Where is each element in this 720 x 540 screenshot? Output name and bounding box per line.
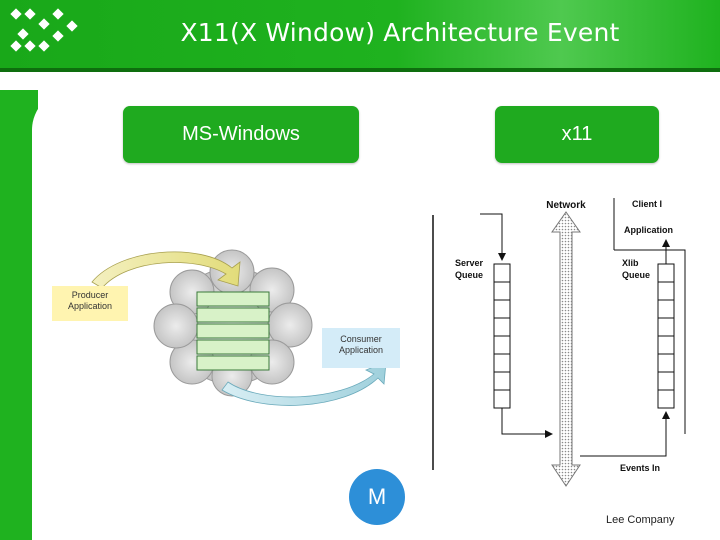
slide-title: X11(X Window) Architecture Event — [180, 18, 620, 47]
content-corner — [32, 90, 92, 150]
event-in-arrow — [480, 213, 506, 261]
dotted-arrow-logo-icon — [10, 8, 78, 52]
x11-diagram: Network Client I Application Server Queu… — [432, 198, 686, 487]
x11-button[interactable]: x11 — [495, 106, 659, 163]
events-in-label: Events In — [620, 463, 660, 473]
xlib-queue-line2: Queue — [622, 270, 650, 280]
consumer-label-line1: Consumer — [340, 334, 382, 344]
consumer-label-box — [322, 328, 400, 368]
application-label: Application — [624, 225, 673, 235]
message-queue — [196, 291, 270, 371]
client-frame — [614, 249, 686, 434]
producer-label-line1: Producer — [72, 290, 109, 300]
footer-company: Lee Company — [606, 514, 675, 526]
m-badge: M — [349, 469, 405, 525]
ms-windows-button[interactable]: MS-Windows — [123, 106, 359, 163]
consumer-label-line2: Application — [339, 345, 383, 355]
server-to-network-arrow — [501, 408, 553, 438]
left-sidebar — [0, 90, 38, 540]
header-divider — [0, 68, 720, 72]
ms-windows-diagram: Producer Application Consumer Applicatio… — [52, 249, 400, 406]
server-queue-line2: Queue — [455, 270, 483, 280]
producer-label-box — [52, 286, 128, 321]
content-edge — [32, 130, 38, 540]
network-label: Network — [546, 200, 586, 211]
double-arrow-icon — [551, 211, 581, 487]
server-queue-line1: Server — [455, 258, 484, 268]
xlib-queue-line1: Xlib — [622, 258, 639, 268]
xlib-queue — [657, 263, 675, 409]
header-bar — [0, 0, 720, 68]
producer-label-line2: Application — [68, 301, 112, 311]
server-queue — [493, 263, 511, 409]
network-to-xlib-arrow — [580, 411, 670, 457]
consumer-arrow — [221, 361, 387, 406]
client-label: Client I — [632, 199, 662, 209]
producer-arrow — [91, 251, 241, 289]
